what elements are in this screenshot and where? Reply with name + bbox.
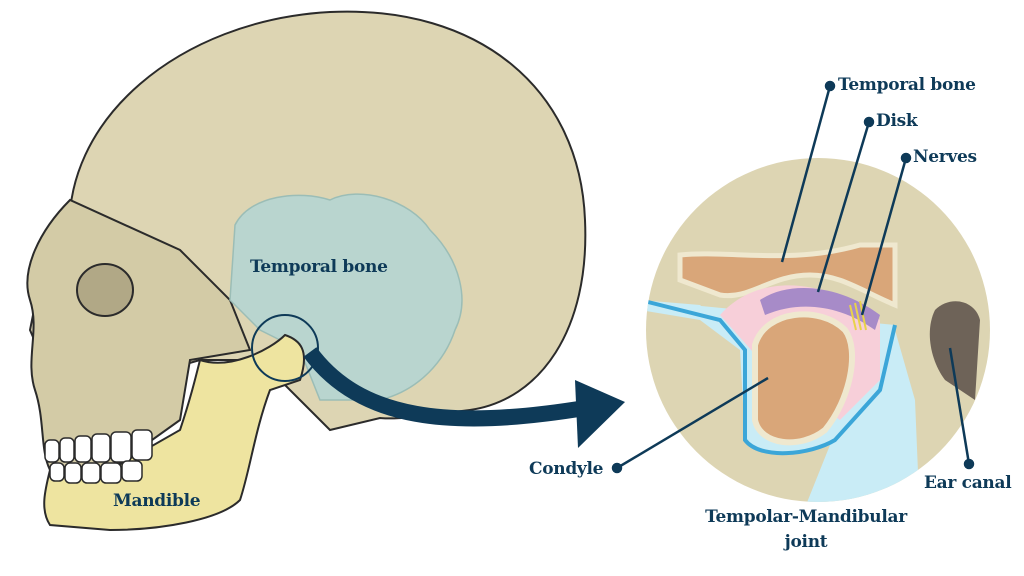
skull — [26, 10, 587, 532]
skull-temporal-bone-label: Temporal bone — [250, 257, 388, 277]
condyle-label: Condyle — [529, 459, 604, 479]
teeth — [44, 429, 153, 484]
leader-lines — [611, 80, 975, 474]
ear-canal-label: Ear canal — [924, 473, 1012, 493]
detail-temporal-bone-label: Temporal bone — [838, 75, 976, 95]
soft-tissue — [646, 300, 920, 502]
arrow-shaft — [303, 347, 587, 427]
disk — [760, 288, 880, 330]
joint-title-line2: joint — [784, 532, 828, 552]
eye-socket — [76, 263, 134, 317]
joint-highlight-circle — [251, 314, 319, 382]
joint-title-line1: Tempolar-Mandibular — [705, 507, 907, 527]
temporal-bone-region — [229, 193, 463, 401]
nerves — [849, 300, 867, 331]
condyle — [752, 311, 855, 446]
mandible-label: Mandible — [113, 491, 201, 511]
ear-canal — [929, 301, 980, 400]
temporal-bone-section — [677, 242, 898, 309]
disk-label: Disk — [876, 111, 918, 131]
arrow-head — [575, 380, 625, 448]
tmj-detail — [646, 158, 990, 502]
nerves-label: Nerves — [913, 147, 977, 167]
